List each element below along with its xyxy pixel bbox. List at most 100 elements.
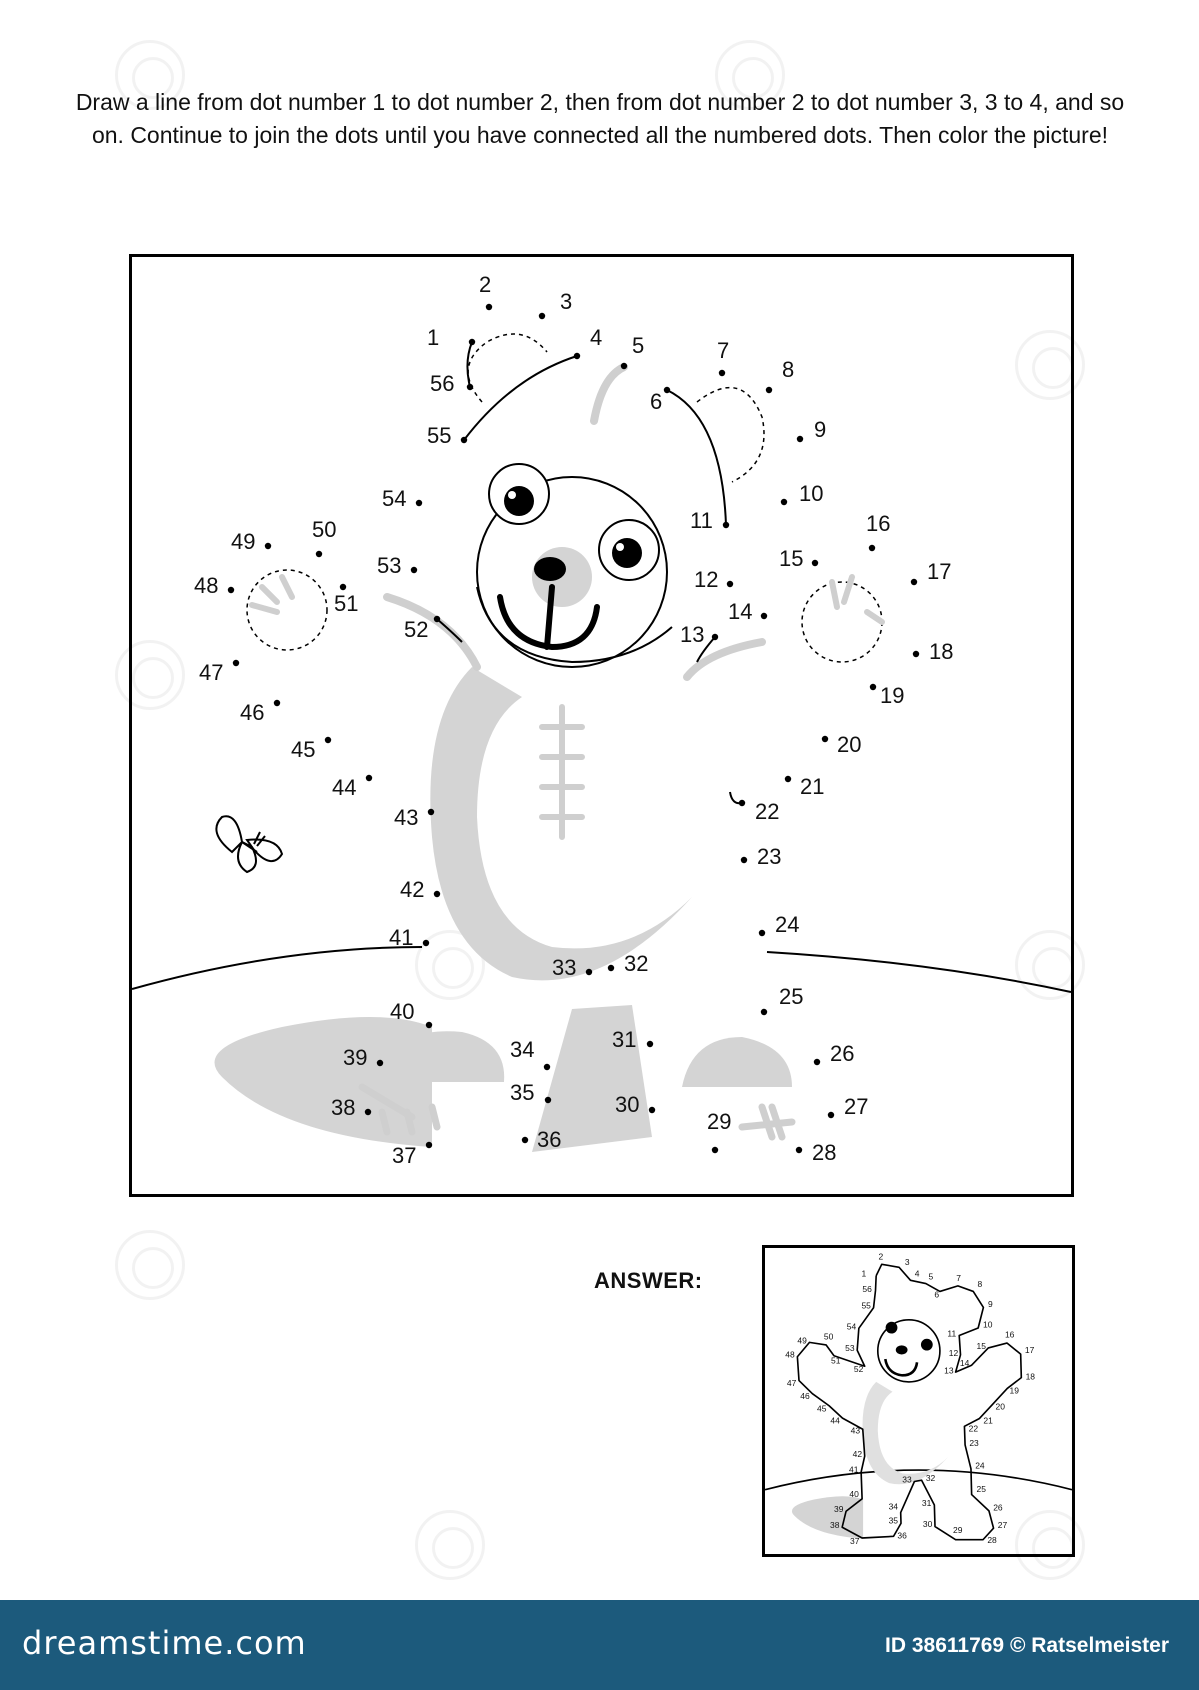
dot-19 [869,683,877,691]
dot-18 [912,650,920,658]
dot-label-39: 39 [343,1045,367,1070]
answer-label-25: 25 [977,1484,987,1494]
dot-34 [543,1063,551,1071]
answer-label-47: 47 [787,1378,797,1388]
dot-label-18: 18 [929,639,953,664]
answer-label-33: 33 [902,1474,912,1484]
answer-label-53: 53 [845,1343,855,1353]
chest-stitch [539,704,585,840]
dot-label-53: 53 [377,553,401,578]
dot-label-23: 23 [757,844,781,869]
dot-12 [726,580,734,588]
dot-label-40: 40 [390,999,414,1024]
answer-label-16: 16 [1005,1329,1015,1339]
dot-label-55: 55 [427,423,451,448]
stitch [738,1103,796,1141]
torso-shape [430,667,692,981]
dot-label-30: 30 [615,1092,639,1117]
dot-label-52: 52 [404,617,428,642]
dot-51 [339,583,347,591]
dot-39 [376,1059,384,1067]
dot-label-43: 43 [394,805,418,830]
answer-label-37: 37 [850,1536,860,1546]
dot-55 [460,436,468,444]
answer-label-23: 23 [969,1438,979,1448]
answer-label-21: 21 [983,1415,993,1425]
answer-label-51: 51 [831,1356,841,1366]
answer-label-17: 17 [1025,1345,1035,1355]
shadow-shape [214,1017,432,1147]
dot-26 [813,1058,821,1066]
eye-glint [616,543,624,551]
foot-shape [397,1031,505,1082]
dot-label-1: 1 [427,325,439,350]
torso-shape [862,1381,949,1485]
dot-label-54: 54 [382,486,406,511]
answer-label-48: 48 [785,1350,795,1360]
answer-label-38: 38 [830,1520,840,1530]
ground-line [766,951,1071,993]
dot-50 [315,550,323,558]
dot-48 [227,586,235,594]
dot-52 [433,615,441,623]
paw-mark [249,574,295,615]
dot-label-36: 36 [537,1127,561,1152]
answer-label-13: 13 [944,1366,954,1376]
dot-1 [468,338,476,346]
ear-dashed [696,386,765,483]
dot-23 [740,856,748,864]
dot-label-33: 33 [552,955,576,980]
answer-label-52: 52 [854,1364,864,1374]
watermark-swirl-icon [415,1510,485,1580]
dot-label-37: 37 [392,1143,416,1168]
arm-outline [383,593,481,671]
eye-pupil [504,486,534,516]
dot-label-5: 5 [632,333,644,358]
arm-outline [683,638,766,681]
start-line [466,341,473,388]
answer-label-12: 12 [949,1348,959,1358]
answer-label-3: 3 [905,1257,910,1267]
dot-4 [573,352,581,360]
ground-line [132,946,423,990]
answer-label-22: 22 [969,1424,979,1434]
dot-45 [324,736,332,744]
dot-label-31: 31 [612,1027,636,1052]
answer-label-2: 2 [878,1251,883,1261]
footer-brand[interactable]: dreamstime.com [22,1624,307,1662]
dot-label-26: 26 [830,1041,854,1066]
dot-label-32: 32 [624,951,648,976]
dot-label-56: 56 [430,371,454,396]
answer-label-18: 18 [1026,1371,1036,1381]
answer-label-46: 46 [800,1391,810,1401]
dot-49 [264,542,272,550]
dot-33 [585,968,593,976]
dot-label-48: 48 [194,573,218,598]
dot-5 [620,362,628,370]
answer-label-4: 4 [915,1269,920,1279]
dot-20 [821,735,829,743]
footer-bar: dreamstime.com ID 38611769 © Ratselmeist… [0,1600,1199,1690]
dot-24 [758,929,766,937]
paw-dashed [246,569,328,651]
dot-label-25: 25 [779,984,803,1009]
completed-outline [796,1263,1023,1541]
dot-46 [273,699,281,707]
dot-21 [784,775,792,783]
answer-label-1: 1 [861,1269,866,1279]
stitch [358,1083,441,1136]
dot-42 [433,890,441,898]
dot-8 [765,386,773,394]
dot-29 [711,1146,719,1154]
dot-label-3: 3 [560,289,572,314]
answer-label: ANSWER: [594,1268,703,1293]
nose [534,557,566,581]
dot-32 [607,964,615,972]
foot-shape [682,1037,792,1087]
answer-label-36: 36 [897,1531,907,1541]
dot-11 [722,521,730,529]
